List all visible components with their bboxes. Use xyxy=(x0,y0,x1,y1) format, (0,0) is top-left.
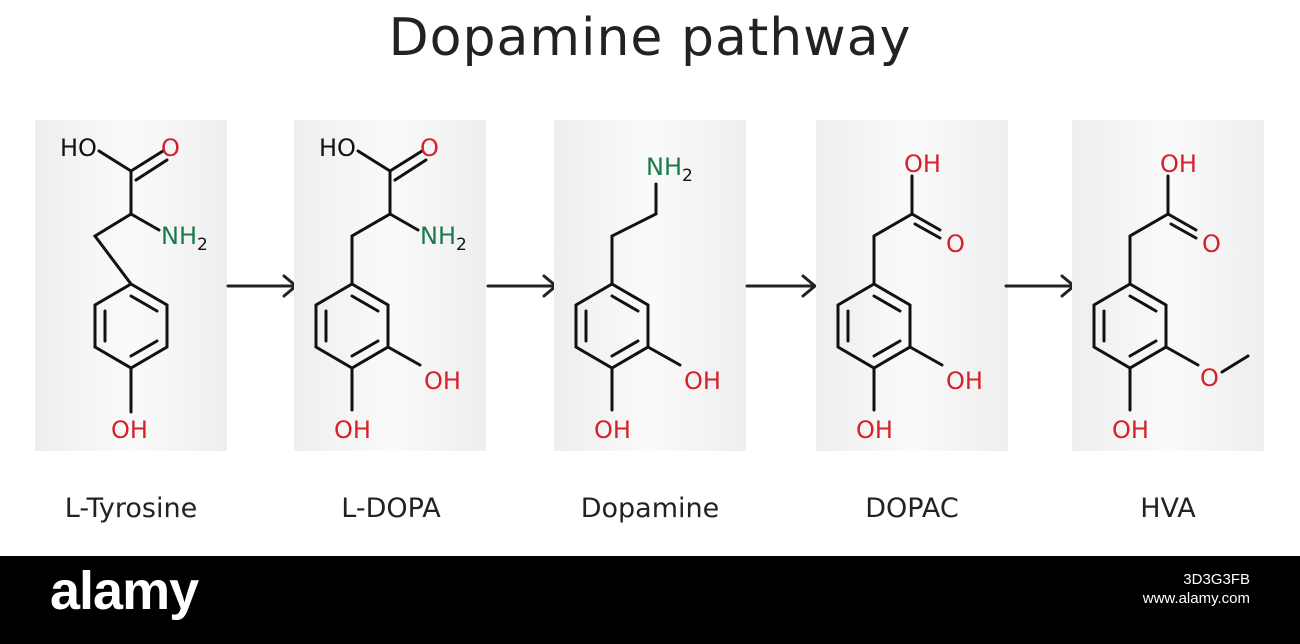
amine-symbol: NH xyxy=(161,222,197,250)
atom-amine: NH2 xyxy=(161,222,208,255)
site-url: www.alamy.com xyxy=(1142,590,1250,607)
bonds-hva xyxy=(1092,174,1250,412)
atom-hydroxyl: OH xyxy=(111,416,148,444)
bonds-tyrosine xyxy=(92,149,169,414)
compound-label-tyrosine: L-Tyrosine xyxy=(64,493,198,524)
structure-ldopa: OH OH HO O NH2 xyxy=(314,134,467,444)
compound-label-hva: HVA xyxy=(1140,493,1196,524)
pathway-diagram: Dopamine pathway OH HO O NH2 L-Tyrosine xyxy=(35,8,1264,524)
structure-dopac: OH OH OH O xyxy=(836,150,983,444)
atom-acid-o: O xyxy=(946,230,965,258)
reaction-arrow-4 xyxy=(1004,274,1076,298)
atom-acid-o: O xyxy=(420,134,439,162)
bonds-dopamine xyxy=(574,182,682,412)
atom-acid-oh: OH xyxy=(1160,150,1197,178)
amine-subscript: 2 xyxy=(456,235,467,255)
atom-hydroxyl-para: OH xyxy=(594,416,631,444)
structure-tyrosine: OH HO O NH2 xyxy=(60,134,208,444)
amine-subscript: 2 xyxy=(197,235,208,255)
atom-hydroxyl-para: OH xyxy=(1112,416,1149,444)
reaction-arrow-1 xyxy=(226,274,298,298)
compound-card-dopamine xyxy=(554,120,746,451)
atom-acid-o: O xyxy=(1202,230,1221,258)
atom-amine: NH2 xyxy=(646,153,693,186)
compound-label-ldopa: L-DOPA xyxy=(341,493,441,524)
compound-label-dopac: DOPAC xyxy=(865,493,959,524)
atom-methoxy-o: O xyxy=(1200,364,1219,392)
amine-symbol: NH xyxy=(646,153,682,181)
brand-logo: alamy xyxy=(50,561,199,621)
atom-acid-oh: HO xyxy=(60,134,97,162)
structure-dopamine: OH OH NH2 xyxy=(574,153,721,444)
atom-hydroxyl-para: OH xyxy=(856,416,893,444)
bonds-dopac xyxy=(836,174,944,412)
atom-hydroxyl-meta: OH xyxy=(946,367,983,395)
atom-hydroxyl-meta: OH xyxy=(684,367,721,395)
compound-label-dopamine: Dopamine xyxy=(580,493,720,524)
atom-hydroxyl-para: OH xyxy=(334,416,371,444)
atom-amine: NH2 xyxy=(420,222,467,255)
reaction-arrow-2 xyxy=(486,274,558,298)
image-reference: 3D3G3FB www.alamy.com xyxy=(1143,570,1250,608)
bonds-ldopa xyxy=(314,149,428,412)
atom-acid-oh: HO xyxy=(319,134,356,162)
watermark-bar: alamy 3D3G3FB www.alamy.com xyxy=(0,556,1300,644)
structure-hva: O OH OH O xyxy=(1092,150,1250,444)
amine-subscript: 2 xyxy=(682,166,693,186)
amine-symbol: NH xyxy=(420,222,456,250)
diagram-title: Dopamine pathway xyxy=(388,8,912,68)
reaction-arrow-3 xyxy=(745,274,817,298)
atom-acid-o: O xyxy=(161,134,180,162)
atom-acid-oh: OH xyxy=(904,150,941,178)
atom-hydroxyl-meta: OH xyxy=(424,367,461,395)
image-id: 3D3G3FB xyxy=(1183,571,1250,588)
